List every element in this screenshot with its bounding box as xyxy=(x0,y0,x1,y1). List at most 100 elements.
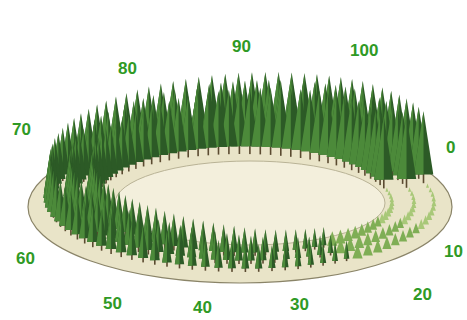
age-label: 90 xyxy=(232,38,251,56)
seedling xyxy=(343,228,353,241)
tree-highlight xyxy=(211,231,215,259)
tree-highlight xyxy=(214,240,218,268)
seedling xyxy=(385,188,388,192)
tree-highlight xyxy=(301,90,310,152)
tree-crown xyxy=(138,225,148,258)
seedling xyxy=(422,215,429,224)
tree-highlight xyxy=(220,224,224,252)
seedling xyxy=(363,242,373,256)
age-label: 30 xyxy=(290,296,309,314)
tree-highlight xyxy=(321,227,324,245)
tree-highlight xyxy=(251,88,260,147)
tree-crown xyxy=(308,244,314,265)
tree-crown xyxy=(332,242,338,261)
tree-highlight xyxy=(188,236,193,266)
tree-highlight xyxy=(235,235,239,261)
tree-crown xyxy=(344,241,350,259)
tree-highlight xyxy=(312,228,315,247)
seedling xyxy=(432,199,437,206)
tree-highlight xyxy=(342,98,352,161)
seedling xyxy=(391,221,399,232)
seedling xyxy=(327,231,337,246)
age-label: 10 xyxy=(444,243,463,261)
seedling xyxy=(379,227,388,239)
tree-highlight xyxy=(310,91,320,153)
age-label: 40 xyxy=(193,299,212,317)
tree-crown xyxy=(201,238,210,267)
seedling xyxy=(391,233,400,245)
seedling xyxy=(382,236,391,249)
tree-highlight xyxy=(327,94,337,157)
tree-crown xyxy=(214,240,222,268)
tree-highlight xyxy=(272,88,281,148)
tree-highlight xyxy=(138,225,143,258)
seedling xyxy=(397,218,404,228)
tree-highlight xyxy=(162,231,167,263)
tree-highlight xyxy=(317,236,320,255)
tree-highlight xyxy=(335,96,345,159)
seedling xyxy=(406,226,414,237)
seedling xyxy=(335,239,346,254)
tree-highlight xyxy=(199,229,204,258)
tree-crown xyxy=(87,205,98,242)
age-label: 100 xyxy=(350,42,378,60)
tree-highlight xyxy=(295,245,298,266)
tree-crown xyxy=(397,116,416,179)
tree-highlight xyxy=(241,227,245,252)
seedling xyxy=(373,239,383,252)
age-label: 80 xyxy=(118,60,137,78)
tree-highlight xyxy=(320,243,323,263)
tree-crown xyxy=(175,234,184,265)
seedling xyxy=(385,224,393,235)
tree-crown xyxy=(235,235,243,261)
tree-highlight xyxy=(282,245,285,267)
tree-highlight xyxy=(293,229,296,250)
tree-highlight xyxy=(54,181,60,221)
tree-highlight xyxy=(344,241,347,259)
tree-highlight xyxy=(374,116,384,179)
tree-highlight xyxy=(50,176,56,217)
tree-crown xyxy=(242,243,250,268)
tree-crown xyxy=(414,111,434,174)
tree-crown xyxy=(282,245,289,267)
tree-highlight xyxy=(150,228,155,260)
tree-highlight xyxy=(247,236,251,261)
age-label: 0 xyxy=(446,139,455,157)
seedling xyxy=(399,230,407,242)
tree-highlight xyxy=(306,236,309,256)
tree-crown xyxy=(247,236,255,261)
tree-highlight xyxy=(332,242,335,261)
tree-highlight xyxy=(291,89,300,150)
tree-highlight xyxy=(96,209,102,245)
seedling xyxy=(418,219,425,229)
tree-highlight xyxy=(397,116,407,179)
seedling xyxy=(371,230,380,242)
tree-highlight xyxy=(175,234,180,265)
tree-crown xyxy=(374,116,393,179)
tree-crown xyxy=(255,244,262,268)
tree-crown xyxy=(312,228,318,247)
tree-crown xyxy=(295,245,302,266)
seedling xyxy=(412,223,420,234)
tree-highlight xyxy=(116,217,121,252)
tree-highlight xyxy=(72,196,78,234)
tree-crown xyxy=(321,227,327,245)
age-label: 50 xyxy=(103,295,122,313)
tree-highlight xyxy=(59,186,65,226)
tree-highlight xyxy=(228,242,232,268)
age-label: 60 xyxy=(16,250,35,268)
tree-crown xyxy=(188,236,197,266)
seedling xyxy=(351,226,360,239)
seedling xyxy=(357,224,366,236)
tree-crown xyxy=(127,221,138,255)
tree-highlight xyxy=(106,214,112,250)
tree-highlight xyxy=(282,88,291,148)
tree-highlight xyxy=(223,233,227,260)
seedling xyxy=(411,194,415,200)
tree-highlight xyxy=(318,92,328,155)
tree-highlight xyxy=(241,88,250,146)
seedling xyxy=(355,235,365,249)
seedling xyxy=(401,215,408,225)
tree-highlight xyxy=(79,201,85,239)
